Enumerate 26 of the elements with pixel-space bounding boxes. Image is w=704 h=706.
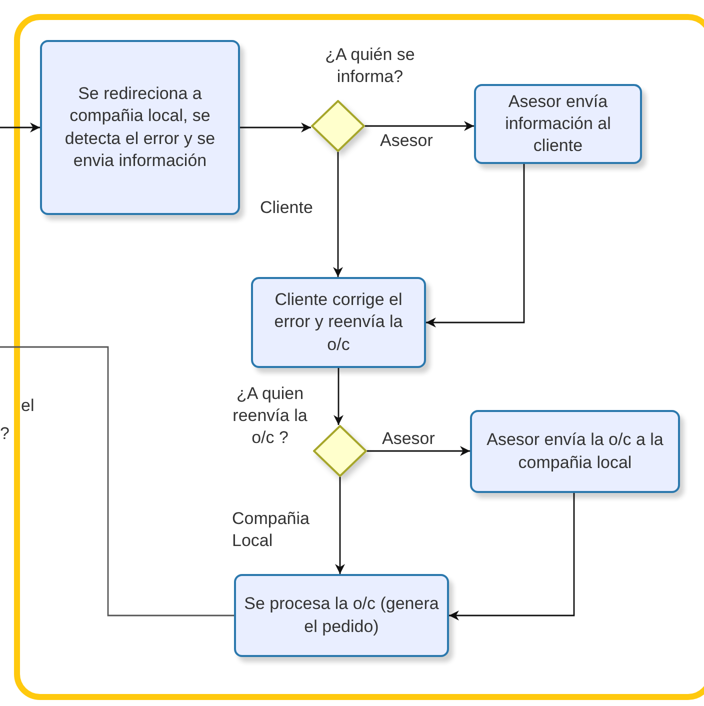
- arrow: [449, 493, 575, 620]
- process-box: [470, 410, 680, 493]
- process-box: [474, 84, 642, 164]
- arrow: [240, 122, 311, 132]
- process-text: Cliente corrige el error y reenvía la o/c: [273, 289, 404, 356]
- cut-off-text: el: [21, 396, 34, 416]
- arrow: [365, 121, 474, 131]
- process-text: Se redireciona a compañia local, se detecta el error y se envia información: [64, 83, 216, 172]
- process-box: [234, 574, 449, 657]
- decision-diamond: [311, 100, 365, 152]
- decision-diamond: [313, 425, 367, 477]
- cut-off-text: ?: [0, 424, 10, 444]
- process-box: [40, 40, 240, 215]
- process-text: Asesor envía información al cliente: [504, 90, 612, 158]
- decision-question: ¿A quien reenvía la o/c ?: [232, 383, 308, 450]
- arrow: [0, 122, 40, 132]
- arrow: [367, 446, 470, 456]
- arrow: [335, 477, 345, 574]
- decision-question: ¿A quién se informa?: [324, 44, 416, 88]
- arrow: [426, 164, 525, 328]
- process-box: [251, 277, 426, 368]
- process-text: Asesor envía la o/c a la compañia local: [486, 429, 664, 474]
- arrow: [334, 368, 344, 425]
- process-text: Se procesa la o/c (genera el pedido): [244, 593, 439, 638]
- connector-line: [0, 346, 234, 616]
- arrow: [333, 152, 343, 277]
